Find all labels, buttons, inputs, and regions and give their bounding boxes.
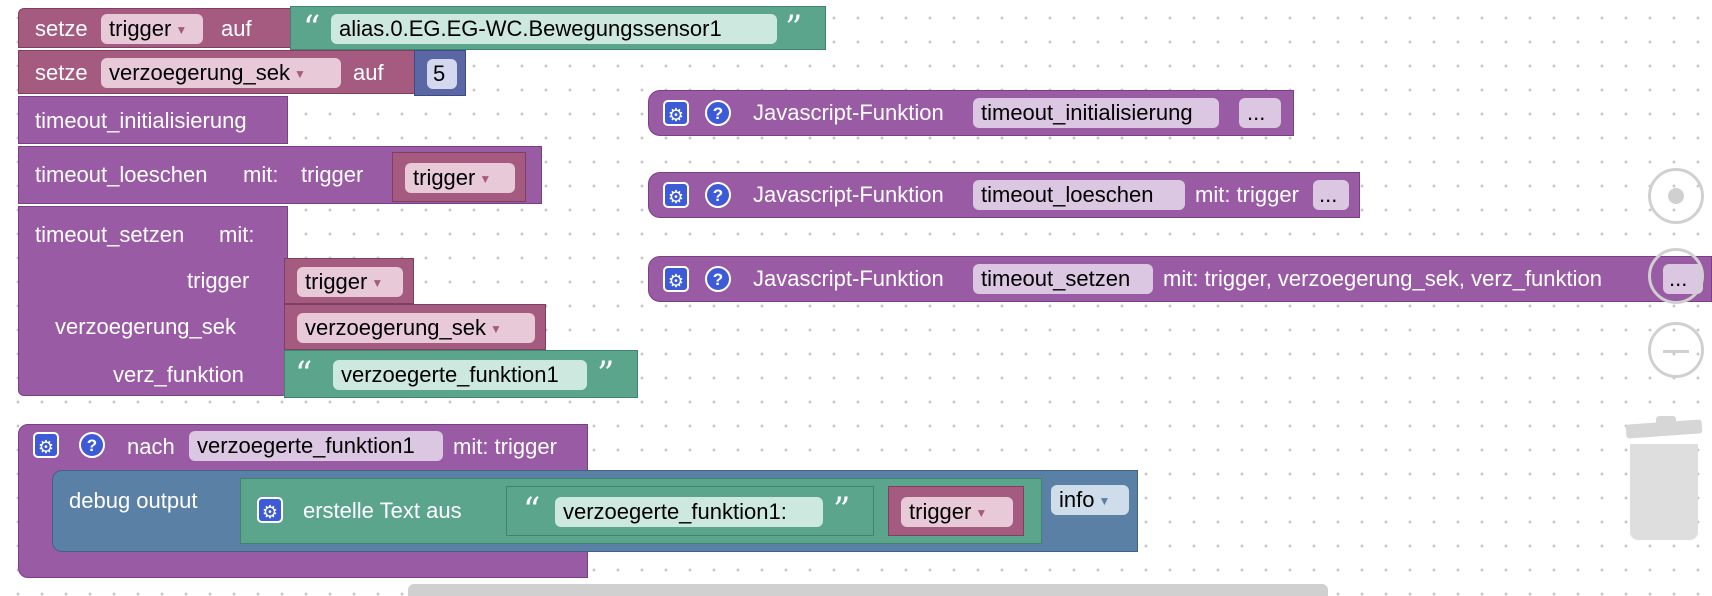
with-keyword: mit: bbox=[243, 162, 279, 187]
variable-block-trigger[interactable]: trigger▼ bbox=[392, 152, 526, 202]
gear-icon[interactable]: ⚙ bbox=[257, 497, 283, 523]
function-name-field[interactable]: verzoegerte_funktion1 bbox=[189, 431, 443, 461]
gear-icon[interactable]: ⚙ bbox=[663, 266, 689, 292]
with-keyword: mit: bbox=[219, 222, 255, 247]
set-delay-block[interactable]: setze verzoegerung_sek▼ auf bbox=[18, 50, 422, 94]
js-function-label: Javascript-Funktion bbox=[753, 266, 944, 291]
js-function-block-init[interactable]: ⚙ ? Javascript-Funktion timeout_initiali… bbox=[648, 90, 1294, 136]
to-keyword: auf bbox=[353, 60, 384, 85]
after-keyword: nach bbox=[127, 434, 175, 459]
to-keyword: auf bbox=[221, 16, 252, 41]
text-field-func-name[interactable]: verzoegerte_funktion1 bbox=[333, 360, 587, 390]
horizontal-scrollbar[interactable] bbox=[408, 584, 1328, 596]
gear-icon[interactable]: ⚙ bbox=[33, 432, 59, 458]
call-timeout-set-block[interactable]: timeout_setzen mit: trigger verzoegerung… bbox=[18, 206, 288, 396]
quote-close-icon: ” bbox=[597, 354, 615, 394]
js-function-block-set[interactable]: ⚙ ? Javascript-Funktion timeout_setzen m… bbox=[648, 256, 1712, 302]
param-delay-label: verzoegerung_sek bbox=[55, 314, 237, 339]
number-block[interactable]: 5 bbox=[414, 50, 466, 96]
gear-icon[interactable]: ⚙ bbox=[663, 182, 689, 208]
more-button[interactable]: ... bbox=[1313, 180, 1349, 210]
call-timeout-init-block[interactable]: timeout_initialisierung bbox=[18, 96, 288, 144]
js-function-params: mit: trigger bbox=[1195, 182, 1299, 207]
chevron-down-icon: ▼ bbox=[975, 506, 988, 521]
param-label: trigger bbox=[301, 162, 364, 187]
chevron-down-icon: ▼ bbox=[479, 172, 492, 187]
param-trigger-label: trigger bbox=[187, 268, 250, 293]
text-join-label: erstelle Text aus bbox=[303, 498, 462, 523]
quote-open-icon: “ bbox=[295, 354, 313, 394]
chevron-down-icon: ▼ bbox=[175, 23, 188, 38]
text-block-alias[interactable]: “ alias.0.EG.EG-WC.Bewegungssensor1 ” bbox=[290, 6, 826, 50]
variable-dropdown-trigger[interactable]: trigger▼ bbox=[101, 14, 203, 44]
target-icon bbox=[1668, 188, 1684, 204]
variable-block-trigger[interactable]: trigger▼ bbox=[888, 486, 1024, 536]
text-field-prefix[interactable]: verzoegerte_funktion1: bbox=[555, 497, 823, 527]
variable-dropdown-delay[interactable]: verzoegerung_sek▼ bbox=[297, 313, 535, 343]
number-field[interactable]: 5 bbox=[427, 59, 457, 89]
variable-dropdown-trigger[interactable]: trigger▼ bbox=[297, 267, 403, 297]
variable-block-delay[interactable]: verzoegerung_sek▼ bbox=[284, 304, 546, 350]
set-keyword: setze bbox=[35, 16, 88, 41]
chevron-down-icon: ▼ bbox=[1098, 494, 1111, 509]
zoom-in-control[interactable] bbox=[1648, 248, 1704, 304]
zoom-out-control[interactable] bbox=[1648, 322, 1704, 378]
variable-block-trigger[interactable]: trigger▼ bbox=[284, 258, 414, 304]
help-icon[interactable]: ? bbox=[705, 182, 731, 208]
js-function-params: mit: trigger, verzoegerung_sek, verz_fun… bbox=[1163, 266, 1603, 291]
variable-dropdown-trigger[interactable]: trigger▼ bbox=[901, 497, 1013, 527]
chevron-down-icon: ▼ bbox=[490, 322, 502, 337]
quote-open-icon: “ bbox=[523, 490, 541, 530]
quote-open-icon: “ bbox=[303, 8, 321, 48]
js-function-label: Javascript-Funktion bbox=[753, 100, 944, 125]
chevron-down-icon: ▼ bbox=[294, 67, 306, 82]
text-block-func-name[interactable]: “ verzoegerte_funktion1 ” bbox=[284, 350, 638, 398]
variable-dropdown-trigger[interactable]: trigger▼ bbox=[405, 163, 515, 193]
call-label: timeout_initialisierung bbox=[35, 108, 247, 133]
js-function-name[interactable]: timeout_initialisierung bbox=[973, 98, 1219, 128]
function-params: mit: trigger bbox=[453, 434, 557, 459]
more-button[interactable]: ... bbox=[1239, 98, 1281, 128]
js-function-block-delete[interactable]: ⚙ ? Javascript-Funktion timeout_loeschen… bbox=[648, 172, 1360, 218]
js-function-name[interactable]: timeout_setzen bbox=[973, 264, 1153, 294]
help-icon[interactable]: ? bbox=[79, 432, 105, 458]
quote-close-icon: ” bbox=[785, 8, 803, 48]
help-icon[interactable]: ? bbox=[705, 266, 731, 292]
call-label: timeout_loeschen bbox=[35, 162, 208, 187]
js-function-name[interactable]: timeout_loeschen bbox=[973, 180, 1185, 210]
call-label: timeout_setzen bbox=[35, 222, 185, 247]
set-keyword: setze bbox=[35, 60, 88, 85]
variable-dropdown-delay[interactable]: verzoegerung_sek▼ bbox=[101, 58, 341, 88]
trash-icon[interactable] bbox=[1625, 416, 1703, 542]
set-trigger-block[interactable]: setze trigger▼ auf bbox=[18, 8, 294, 48]
log-level-dropdown[interactable]: info▼ bbox=[1051, 485, 1129, 515]
text-block-prefix[interactable]: “ verzoegerte_funktion1: ” bbox=[506, 486, 874, 536]
minus-icon bbox=[1663, 350, 1689, 353]
help-icon[interactable]: ? bbox=[705, 100, 731, 126]
param-func-label: verz_funktion bbox=[113, 362, 244, 387]
debug-label: debug output bbox=[69, 488, 198, 513]
gear-icon[interactable]: ⚙ bbox=[663, 100, 689, 126]
text-field-alias[interactable]: alias.0.EG.EG-WC.Bewegungssensor1 bbox=[331, 14, 777, 44]
chevron-down-icon: ▼ bbox=[371, 276, 384, 291]
quote-close-icon: ” bbox=[833, 490, 851, 530]
center-view-control[interactable] bbox=[1648, 168, 1704, 224]
js-function-label: Javascript-Funktion bbox=[753, 182, 944, 207]
